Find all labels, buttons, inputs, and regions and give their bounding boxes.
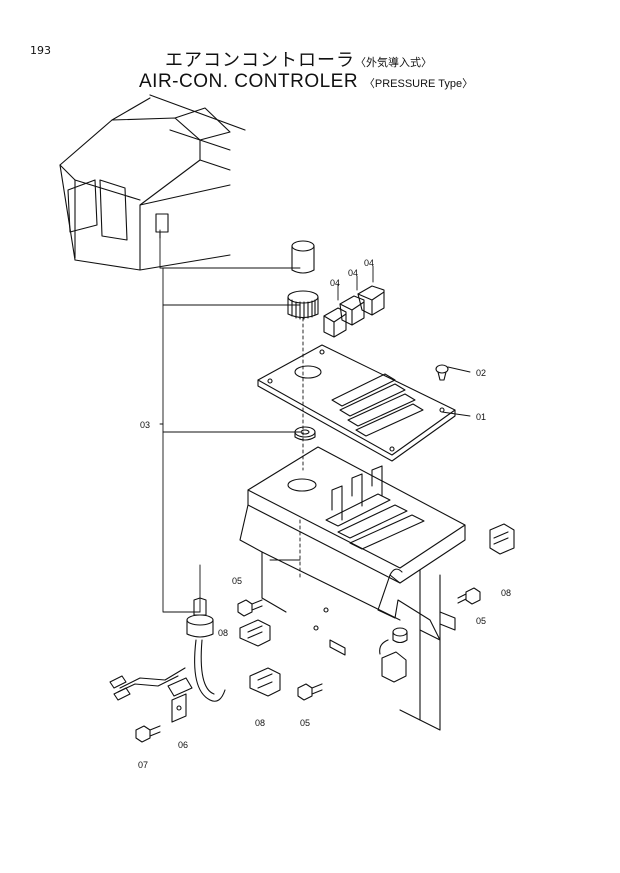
pressure-switch-assembly: [109, 597, 226, 723]
leader-lines: [159, 229, 471, 613]
label-part-05a: 05: [232, 576, 242, 586]
knob-cap: [291, 240, 315, 274]
label-part-04b: 04: [348, 268, 358, 278]
label-part-01: 01: [476, 412, 486, 422]
page-title-english: AIR-CON. CONTROLER 〈PRESSURE Type〉: [139, 71, 473, 93]
part-labels: 01 02 03 04 04 04 05 05 05 06 07 08 08 0…: [138, 258, 511, 770]
title-jp-main: エアコンコントローラ: [165, 50, 355, 71]
screws: [135, 587, 481, 743]
title-jp-sub: 〈外気導入式〉: [355, 56, 432, 69]
page-number: 193: [30, 44, 51, 57]
label-part-05c: 05: [300, 718, 310, 728]
title-en-sub: 〈PRESSURE Type〉: [363, 78, 474, 90]
label-part-08a: 08: [218, 628, 228, 638]
label-part-06: 06: [178, 740, 188, 750]
label-part-04c: 04: [364, 258, 374, 268]
top-panel-plate: [257, 344, 456, 462]
label-part-08b: 08: [501, 588, 511, 598]
label-part-05b: 05: [476, 616, 486, 626]
clips: [239, 523, 515, 697]
label-part-02: 02: [476, 368, 486, 378]
label-part-07: 07: [138, 760, 148, 770]
title-en-main: AIR-CON. CONTROLER: [139, 71, 359, 92]
knurled-knob: [287, 290, 319, 320]
cab-illustration: [59, 94, 246, 271]
lower-switch: [379, 627, 408, 683]
pin-02: [435, 364, 449, 381]
label-part-03: 03: [140, 420, 150, 430]
washer: [294, 426, 316, 441]
label-part-04a: 04: [330, 278, 340, 288]
page-title-japanese: エアコンコントローラ〈外気導入式〉: [165, 46, 432, 72]
controller-frame: [239, 446, 466, 731]
label-part-08c: 08: [255, 718, 265, 728]
slider-knobs: [323, 285, 385, 338]
